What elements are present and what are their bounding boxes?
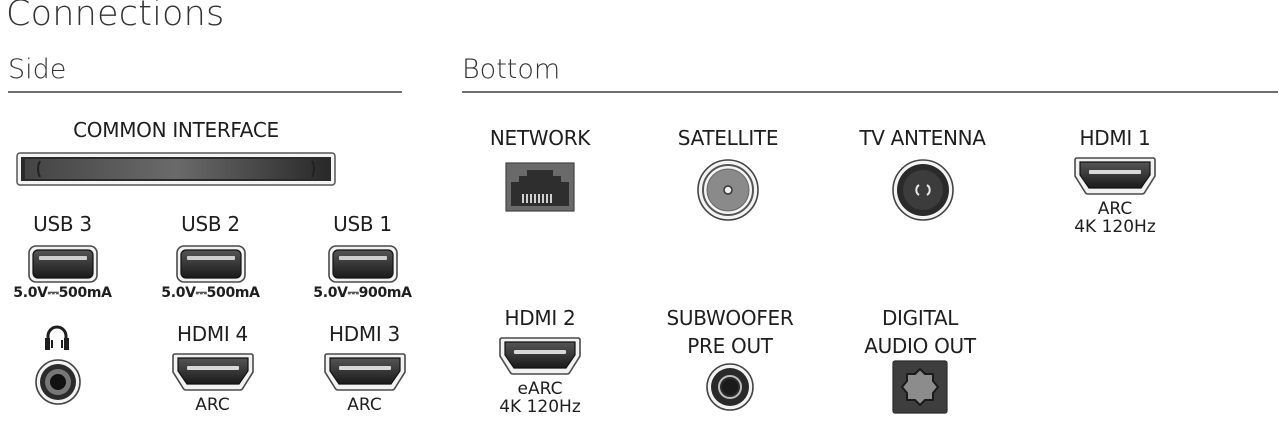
ethernet-port-icon xyxy=(505,162,575,212)
section-side-heading: Side xyxy=(8,54,67,85)
usb-3-label: USB 3 xyxy=(33,212,92,236)
usb-1-port: USB 1 5.0V⎓900mA xyxy=(300,212,425,301)
usb-1-rating: 5.0V⎓900mA xyxy=(313,285,412,301)
hdmi-4-port: HDMI 4 ARC xyxy=(160,322,265,414)
headphone-icon xyxy=(42,322,72,352)
audio-jack-icon xyxy=(34,358,82,406)
hdmi-2-port: HDMI 2 eARC 4K 120Hz xyxy=(485,306,595,416)
hdmi-3-port: HDMI 3 ARC xyxy=(312,322,417,414)
digital-audio-label-1: DIGITAL xyxy=(881,306,959,330)
hdmi-1-sub2: 4K 120Hz xyxy=(1074,217,1156,237)
usb-port-icon xyxy=(175,244,247,284)
hdmi-port-icon xyxy=(169,352,257,396)
hdmi-4-sub: ARC xyxy=(195,395,230,415)
usb-3-rating: 5.0V⎓500mA xyxy=(13,285,112,301)
subwoofer-label-1: SUBWOOFER xyxy=(666,306,794,330)
usb-2-label: USB 2 xyxy=(181,212,240,236)
subwoofer-pre-out-port: SUBWOOFER PRE OUT xyxy=(645,306,815,412)
hdmi-4-label: HDMI 4 xyxy=(177,322,248,346)
antenna-connector-icon xyxy=(891,158,955,222)
hdmi-2-sub2: 4K 120Hz xyxy=(499,397,581,417)
hdmi-1-sub1: ARC xyxy=(1097,199,1133,219)
subwoofer-jack-icon xyxy=(705,362,755,412)
usb-1-label: USB 1 xyxy=(333,212,392,236)
hdmi-port-icon xyxy=(321,352,409,396)
subwoofer-label-2: PRE OUT xyxy=(687,334,773,358)
digital-audio-out-port: DIGITAL AUDIO OUT xyxy=(845,306,995,414)
usb-port-icon xyxy=(327,244,399,284)
ci-slot-icon xyxy=(16,152,336,186)
usb-3-port: USB 3 5.0V⎓500mA xyxy=(0,212,125,301)
hdmi-1-port: HDMI 1 ARC 4K 120Hz xyxy=(1060,126,1170,236)
section-bottom-heading: Bottom xyxy=(462,54,561,85)
satellite-label: SATELLITE xyxy=(677,126,779,150)
hdmi-2-label: HDMI 2 xyxy=(504,306,576,330)
network-label: NETWORK xyxy=(489,126,591,150)
tv-antenna-label: TV ANTENNA xyxy=(859,126,986,150)
hdmi-1-label: HDMI 1 xyxy=(1079,126,1151,150)
usb-2-port: USB 2 5.0V⎓500mA xyxy=(148,212,273,301)
hdmi-port-icon xyxy=(496,336,584,380)
common-interface-label: COMMON INTERFACE xyxy=(73,118,279,142)
hdmi-port-icon xyxy=(1071,156,1159,200)
satellite-port: SATELLITE xyxy=(653,126,803,222)
satellite-f-connector-icon xyxy=(696,158,760,222)
usb-2-rating: 5.0V⎓500mA xyxy=(161,285,260,301)
tv-antenna-port: TV ANTENNA xyxy=(840,126,1005,222)
bottom-divider xyxy=(462,91,1278,93)
usb-port-icon xyxy=(27,244,99,284)
page-title: Connections xyxy=(6,0,225,34)
hdmi-2-sub1: eARC xyxy=(517,379,563,399)
side-divider xyxy=(8,91,402,93)
optical-port-icon xyxy=(892,360,948,414)
hdmi-3-sub: ARC xyxy=(347,395,382,415)
network-port: NETWORK xyxy=(465,126,615,212)
digital-audio-label-2: AUDIO OUT xyxy=(864,334,976,358)
hdmi-3-label: HDMI 3 xyxy=(329,322,400,346)
